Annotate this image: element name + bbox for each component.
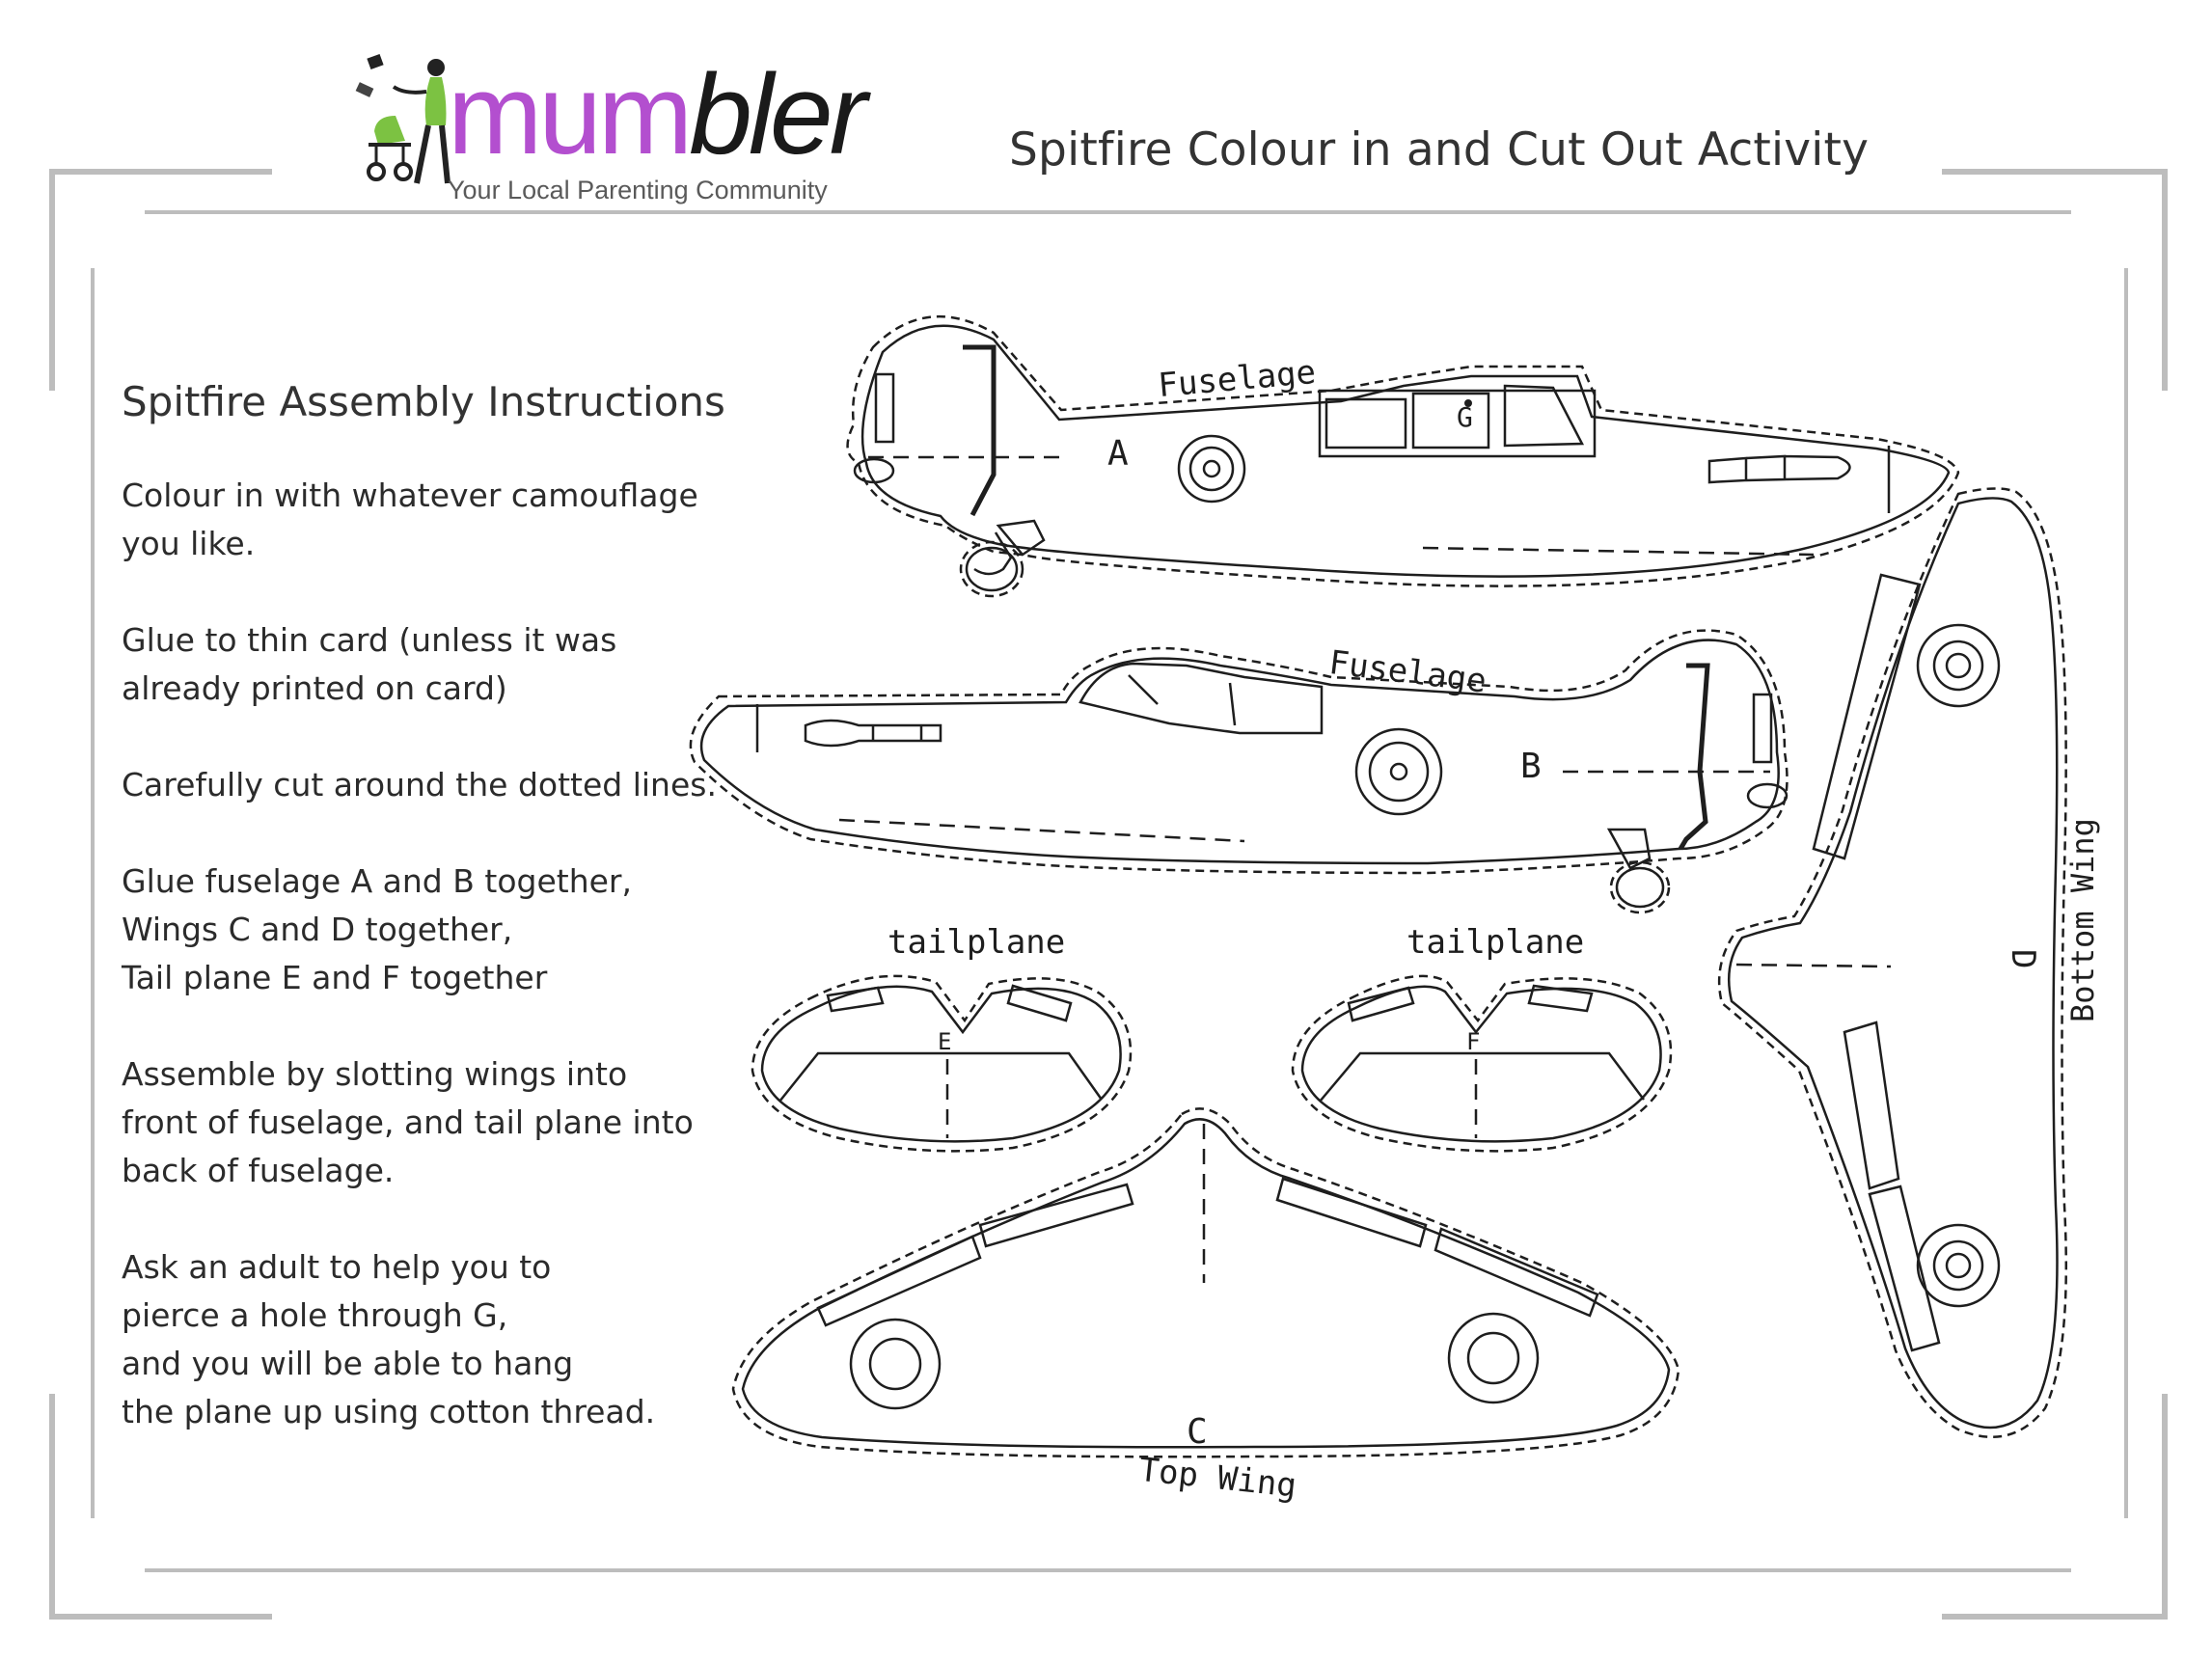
- top-wing-letter: C: [1187, 1412, 1208, 1452]
- instruction-line: you like.: [122, 525, 256, 562]
- bottom-wing-label: Bottom Wing: [2064, 818, 2101, 1022]
- tailplane-e-label: tailplane: [888, 923, 1065, 962]
- fuselage-a-letter: A: [1107, 434, 1129, 474]
- tailplane-f-letter: F: [1466, 1028, 1480, 1055]
- instruction-step-colour: Colour in with whatever camouflage you l…: [122, 472, 710, 568]
- fuselage-b-part[interactable]: Fuselage B: [689, 629, 1789, 914]
- logo-wordmark: mumbler: [448, 51, 867, 178]
- hole-g-label: G: [1457, 401, 1473, 433]
- instruction-line: Carefully cut around the dotted lines.: [122, 766, 717, 803]
- fuselage-b-letter: B: [1520, 747, 1542, 786]
- instruction-line: the plane up using cotton thread.: [122, 1393, 656, 1430]
- page-title: Spitfire Colour in and Cut Out Activity: [1009, 123, 1870, 177]
- tailplane-e-letter: E: [938, 1028, 951, 1055]
- mum-with-pram-icon: [355, 53, 451, 184]
- instruction-step-hang: Ask an adult to help you to pierce a hol…: [122, 1243, 710, 1436]
- tailplane-e-part[interactable]: tailplane E: [751, 923, 1133, 1153]
- instruction-line: Tail plane E and F together: [122, 959, 548, 996]
- instructions-heading: Spitfire Assembly Instructions: [122, 378, 725, 425]
- instruction-line: Colour in with whatever camouflage: [122, 477, 698, 514]
- logo-tagline: Your Local Parenting Community: [448, 176, 828, 204]
- instruction-line: back of fuselage.: [122, 1152, 395, 1189]
- instruction-line: pierce a hole through G,: [122, 1296, 508, 1334]
- tailplane-f-label: tailplane: [1406, 923, 1584, 962]
- instruction-step-glue-card: Glue to thin card (unless it was already…: [122, 616, 710, 713]
- instruction-line: Ask an adult to help you to: [122, 1248, 552, 1286]
- instruction-line: and you will be able to hang: [122, 1345, 574, 1382]
- instruction-line: Wings C and D together,: [122, 911, 513, 948]
- top-wing-c-part[interactable]: C Top Wing: [731, 1107, 1680, 1506]
- bottom-wing-letter: D: [2004, 949, 2042, 968]
- assembly-instructions: Spitfire Assembly Instructions Colour in…: [122, 378, 725, 1484]
- fuselage-b-label: Fuselage: [1327, 643, 1488, 701]
- top-wing-label: Top Wing: [1137, 1451, 1298, 1506]
- fuselage-a-part[interactable]: Fuselage A G: [846, 315, 1960, 598]
- fuselage-a-label: Fuselage: [1157, 353, 1318, 405]
- mumbler-logo: mumbler Your Local Parenting Community: [355, 41, 895, 214]
- instruction-step-cut: Carefully cut around the dotted lines.: [122, 761, 717, 809]
- instruction-line: already printed on card): [122, 669, 507, 707]
- instruction-step-glue-parts: Glue fuselage A and B together, Wings C …: [122, 858, 710, 1002]
- bottom-wing-d-part[interactable]: D Bottom Wing: [1717, 487, 2101, 1438]
- instruction-line: Glue fuselage A and B together,: [122, 862, 632, 900]
- tailplane-f-part[interactable]: tailplane F: [1291, 923, 1673, 1153]
- instruction-step-assemble: Assemble by slotting wings into front of…: [122, 1050, 710, 1195]
- instruction-line: Glue to thin card (unless it was: [122, 621, 617, 659]
- instruction-line: front of fuselage, and tail plane into: [122, 1103, 694, 1141]
- instruction-line: Assemble by slotting wings into: [122, 1055, 628, 1093]
- hole-g-marker: [1464, 399, 1472, 407]
